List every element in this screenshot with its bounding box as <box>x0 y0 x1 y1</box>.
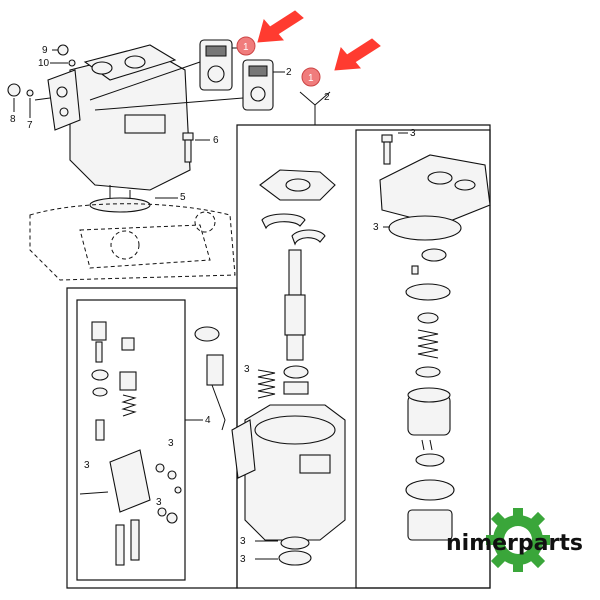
svg-text:1: 1 <box>308 73 314 84</box>
plug-9 <box>57 44 69 56</box>
callout-3-housing-bolt: 3 <box>410 128 416 139</box>
decal-2 <box>242 59 274 111</box>
callout-3-valve-c: 3 <box>156 497 162 508</box>
callout-9: 9 <box>42 45 48 56</box>
pump-detail-frame <box>66 287 238 589</box>
gear-icon <box>486 508 550 572</box>
callout-4: 4 <box>205 415 211 426</box>
logo-text: nimerparts <box>446 531 583 556</box>
plug-10 <box>68 59 76 67</box>
compensator-piston <box>194 326 226 431</box>
valve-detail-frame <box>76 299 186 581</box>
svg-text:1: 1 <box>243 42 249 53</box>
callout-3-valve-a: 3 <box>168 438 174 449</box>
callout-2-top: 2 <box>286 67 292 78</box>
callout-5: 5 <box>180 192 186 203</box>
rotating-group-frame <box>355 129 491 589</box>
callout-bracket-2 <box>299 91 331 125</box>
valve-detail-parts <box>79 321 182 566</box>
red-arrow-decal-1 <box>257 10 304 43</box>
red-arrow-decal-2 <box>334 38 381 71</box>
callout-8: 8 <box>10 114 16 125</box>
port-plate-housing <box>379 154 491 226</box>
badge-1-decal: 1 <box>236 36 256 56</box>
control-valve-block <box>7 69 81 131</box>
shaft-bearing <box>283 365 309 395</box>
bolt-6 <box>182 132 194 163</box>
drive-shaft <box>284 249 306 361</box>
callout-10: 10 <box>38 58 50 69</box>
shaft-seal <box>278 536 312 566</box>
pump-housing <box>231 404 346 541</box>
valve-spring <box>257 369 276 399</box>
decal-1 <box>199 39 233 91</box>
callout-2-bracket: 2 <box>324 92 330 103</box>
machine-outline <box>29 203 236 281</box>
badge-1-bracket: 1 <box>301 67 321 87</box>
bearing-shells <box>261 213 326 246</box>
rotating-group-stack <box>405 248 455 541</box>
callout-7: 7 <box>27 120 33 131</box>
housing-oring <box>388 215 462 241</box>
main-pump-assembly <box>69 44 191 213</box>
callout-3-valve-b: 3 <box>84 460 90 471</box>
swashplate <box>259 169 336 201</box>
callout-3-oring: 3 <box>373 222 379 233</box>
leader-lines <box>13 49 408 560</box>
nimerparts-logo: nimerparts <box>446 508 583 572</box>
callout-3-seal-b: 3 <box>240 554 246 565</box>
callout-3-seal-a: 3 <box>240 536 246 547</box>
callout-3-valve-d: 3 <box>244 364 250 375</box>
callout-6: 6 <box>213 135 219 146</box>
housing-bolt-3 <box>381 134 393 165</box>
